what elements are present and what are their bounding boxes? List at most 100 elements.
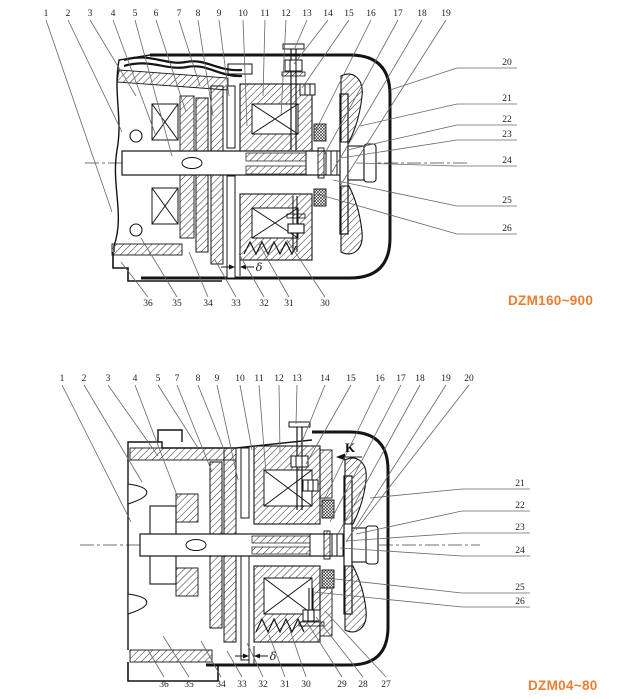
leader-line [369, 488, 463, 499]
callout-number-13: 13 [302, 9, 312, 19]
drawing-dzm160-900 [85, 43, 470, 282]
fixing-bolt [302, 479, 319, 492]
air-gap-dimension [235, 646, 268, 666]
leader-line [226, 650, 243, 678]
callout-number-12: 12 [281, 9, 291, 19]
leader-line [134, 384, 179, 499]
callout-number-24: 24 [515, 546, 525, 556]
fan-cover [206, 430, 390, 667]
lead-wire-1 [123, 56, 243, 72]
leader-line [157, 384, 199, 449]
leader-line [316, 193, 458, 235]
callout-number-35: 35 [172, 299, 182, 309]
callout-number-25: 25 [502, 196, 512, 206]
leader-line [120, 261, 149, 298]
shaft-spline-bottom [245, 165, 307, 175]
callout-number-31: 31 [284, 299, 294, 309]
leader-line [332, 179, 458, 207]
view-k-label: K [345, 440, 356, 455]
callout-number-26: 26 [502, 224, 512, 234]
motor-foot-hatch [111, 243, 183, 256]
leader-line [337, 384, 421, 535]
stud-hex-nut [290, 455, 309, 468]
callout-number-34: 34 [203, 299, 213, 309]
leader-line [112, 19, 157, 137]
leader-line [355, 384, 470, 531]
callout-number-21: 21 [515, 479, 525, 489]
fixing-bolt [299, 83, 316, 96]
callout-number-32: 32 [259, 299, 269, 309]
shaft-keyway [185, 539, 207, 551]
callout-number-14: 14 [320, 374, 330, 384]
callout-number-22: 22 [502, 115, 512, 125]
leader-line [162, 635, 190, 678]
leader-line [280, 19, 287, 117]
leader-line [188, 251, 209, 298]
air-gap-label: δ [270, 650, 277, 663]
lead-wire-2 [123, 62, 243, 78]
callout-number-7: 7 [177, 9, 182, 19]
callout-number-33: 33 [231, 299, 241, 309]
callout-number-31: 31 [280, 680, 290, 690]
callout-number-13: 13 [292, 374, 302, 384]
callout-number-7: 7 [175, 374, 180, 384]
spline-hub-upper [321, 499, 335, 519]
callout-number-23: 23 [502, 130, 512, 140]
diagram-dzm160-900: 1234567891011121314151617181920212223242… [44, 9, 593, 309]
leader-line [345, 532, 463, 542]
callout-number-5: 5 [156, 374, 161, 384]
leader-line [45, 19, 113, 213]
leader-line [176, 384, 213, 473]
leader-line [305, 384, 352, 465]
eyebolt-hole-lower [129, 223, 143, 237]
leader-line [325, 577, 463, 594]
leader-line [300, 384, 326, 445]
stud-washer [281, 71, 306, 77]
shaft-keyway [181, 157, 203, 169]
stud-hex-nut [284, 59, 303, 72]
leader-line [315, 19, 372, 131]
fan-blade-lower [344, 565, 367, 633]
friction-disc-lower [226, 175, 236, 279]
callout-number-6: 6 [154, 9, 159, 19]
leader-line [389, 67, 458, 91]
callout-number-14: 14 [323, 9, 333, 19]
fan-blade-upper [340, 73, 363, 143]
callout-number-24: 24 [502, 156, 512, 166]
coil-lower [251, 207, 299, 239]
callout-number-10: 10 [238, 9, 248, 19]
coil-lower [263, 577, 313, 615]
leader-line [293, 19, 308, 51]
callout-number-12: 12 [274, 374, 284, 384]
coil-upper [251, 103, 299, 135]
brake-spring [255, 617, 305, 634]
leader-line [197, 19, 214, 117]
leader-line [319, 384, 381, 509]
drawing-dzm04-80 [80, 421, 480, 682]
callout-number-36: 36 [143, 299, 153, 309]
fan-blade-upper [344, 457, 367, 525]
callout-number-15: 15 [346, 374, 356, 384]
callout-number-30: 30 [301, 680, 311, 690]
leader-line [268, 634, 286, 678]
housing-rib-upper [127, 483, 148, 505]
callout-number-20: 20 [502, 58, 512, 68]
motor-foot-hatch [129, 649, 213, 663]
leader-line [339, 547, 463, 557]
leader-line [216, 384, 239, 481]
callout-number-29: 29 [337, 680, 347, 690]
callout-number-2: 2 [82, 374, 87, 384]
eyebolt-hole-upper [129, 129, 143, 143]
fan-cover [141, 53, 392, 280]
callout-number-18: 18 [415, 374, 425, 384]
leader-line [246, 642, 264, 678]
leader-line [301, 19, 350, 89]
callout-number-28: 28 [358, 680, 368, 690]
leader-line [288, 626, 307, 678]
air-gap-dimension [221, 258, 254, 276]
shaft-end-washer [317, 147, 325, 179]
callout-number-36: 36 [159, 680, 169, 690]
motor-foot-outline [127, 662, 219, 682]
